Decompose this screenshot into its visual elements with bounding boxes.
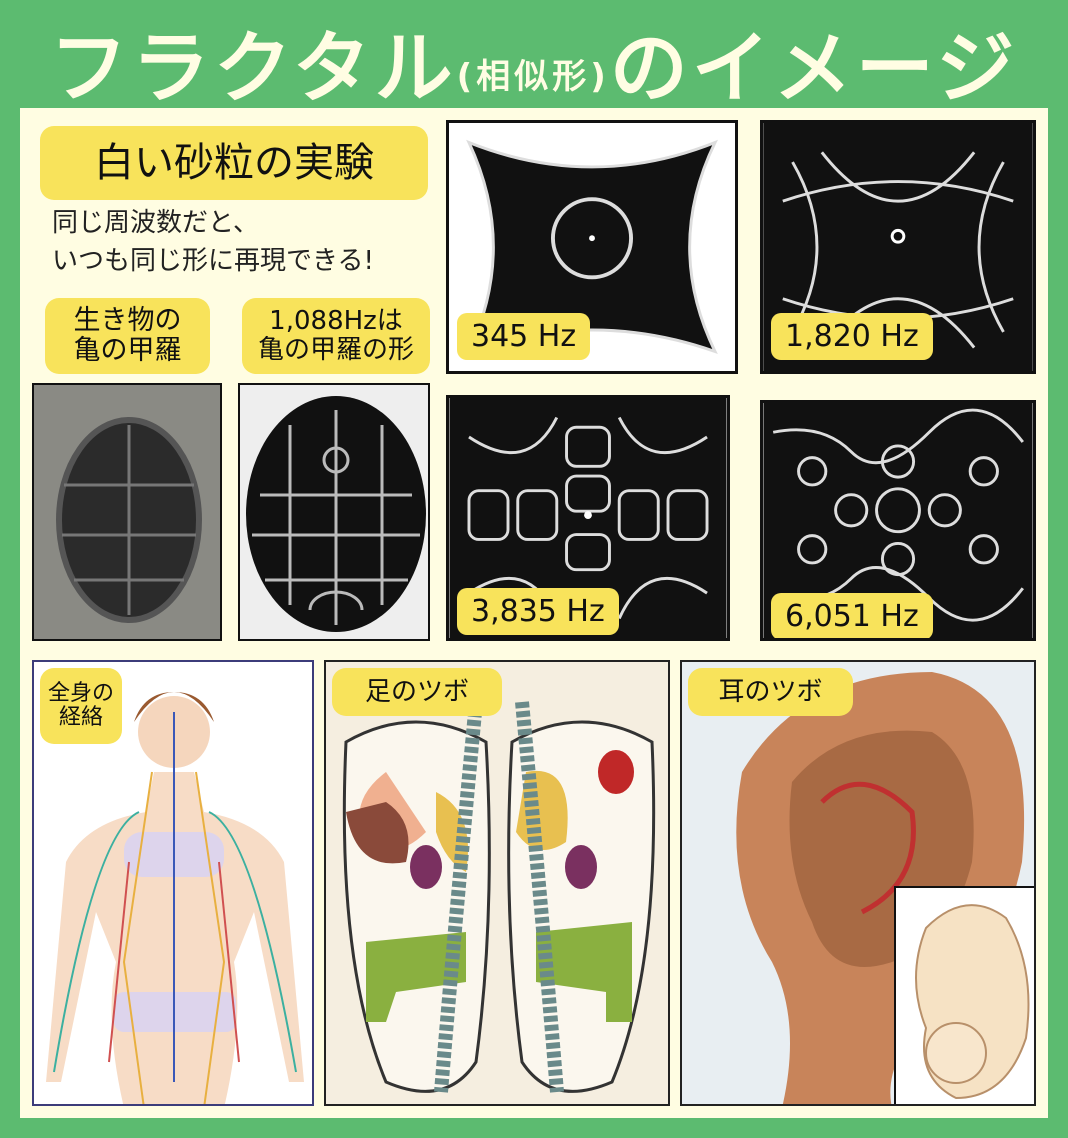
turtle-photo [32,383,222,641]
foot-reflexology-illustration [342,701,656,1093]
plate-label-1820: 1,820 Hz [771,313,933,360]
turtle-label-1: 生き物の [73,305,182,337]
body-label-2: 経絡 [58,705,103,730]
hz-label-2: 亀の甲羅の形 [257,335,414,365]
plate-label-3835: 3,835 Hz [457,588,619,635]
body-label: 全身の経絡 [40,668,122,744]
fetus-illustration [915,904,1030,1100]
body-meridian-image: 全身の経絡 [32,660,314,1106]
desc-line-1: 同じ周波数だと、 [52,208,259,238]
chladni-turtle-image [238,383,430,641]
plate-label-6051: 6,051 Hz [771,593,933,638]
fetus-inset-image [894,886,1034,1104]
body-label-1: 全身の [47,680,114,706]
page-title: フラクタル(相似形)のイメージ [0,6,1068,118]
ear-acupoint-image: 耳のツボ [680,660,1036,1106]
chladni-shell-pattern [246,396,426,632]
plate-345hz: 345 Hz [446,120,738,374]
turtle-label: 生き物の亀の甲羅 [45,298,210,374]
title-tail: のイメージ [609,24,1019,114]
plate-6051hz: 6,051 Hz [760,400,1036,641]
experiment-description: 同じ周波数だと、 いつも同じ形に再現できる! [52,205,374,280]
turtle-label-2: 亀の甲羅 [73,335,182,366]
foot-label: 足のツボ [332,668,502,716]
plate-1820hz: 1,820 Hz [760,120,1036,374]
foot-reflexology-image: 足のツボ [324,660,670,1106]
plate-label-345: 345 Hz [457,313,591,360]
desc-line-2: いつも同じ形に再現できる! [52,245,374,276]
hz-turtle-label: 1,088Hzは亀の甲羅の形 [242,298,430,374]
title-main: フラクタル [49,24,457,114]
chladni-pattern-345 [466,139,718,355]
ear-label: 耳のツボ [688,668,853,716]
hz-label-1: 1,088Hzは [269,306,403,337]
plate-3835hz: 3,835 Hz [446,395,730,641]
turtle-shell-image [56,417,202,623]
body-meridian-illustration [46,692,304,1104]
experiment-heading: 白い砂粒の実験 [40,126,428,200]
title-paren: (相似形) [456,57,610,98]
